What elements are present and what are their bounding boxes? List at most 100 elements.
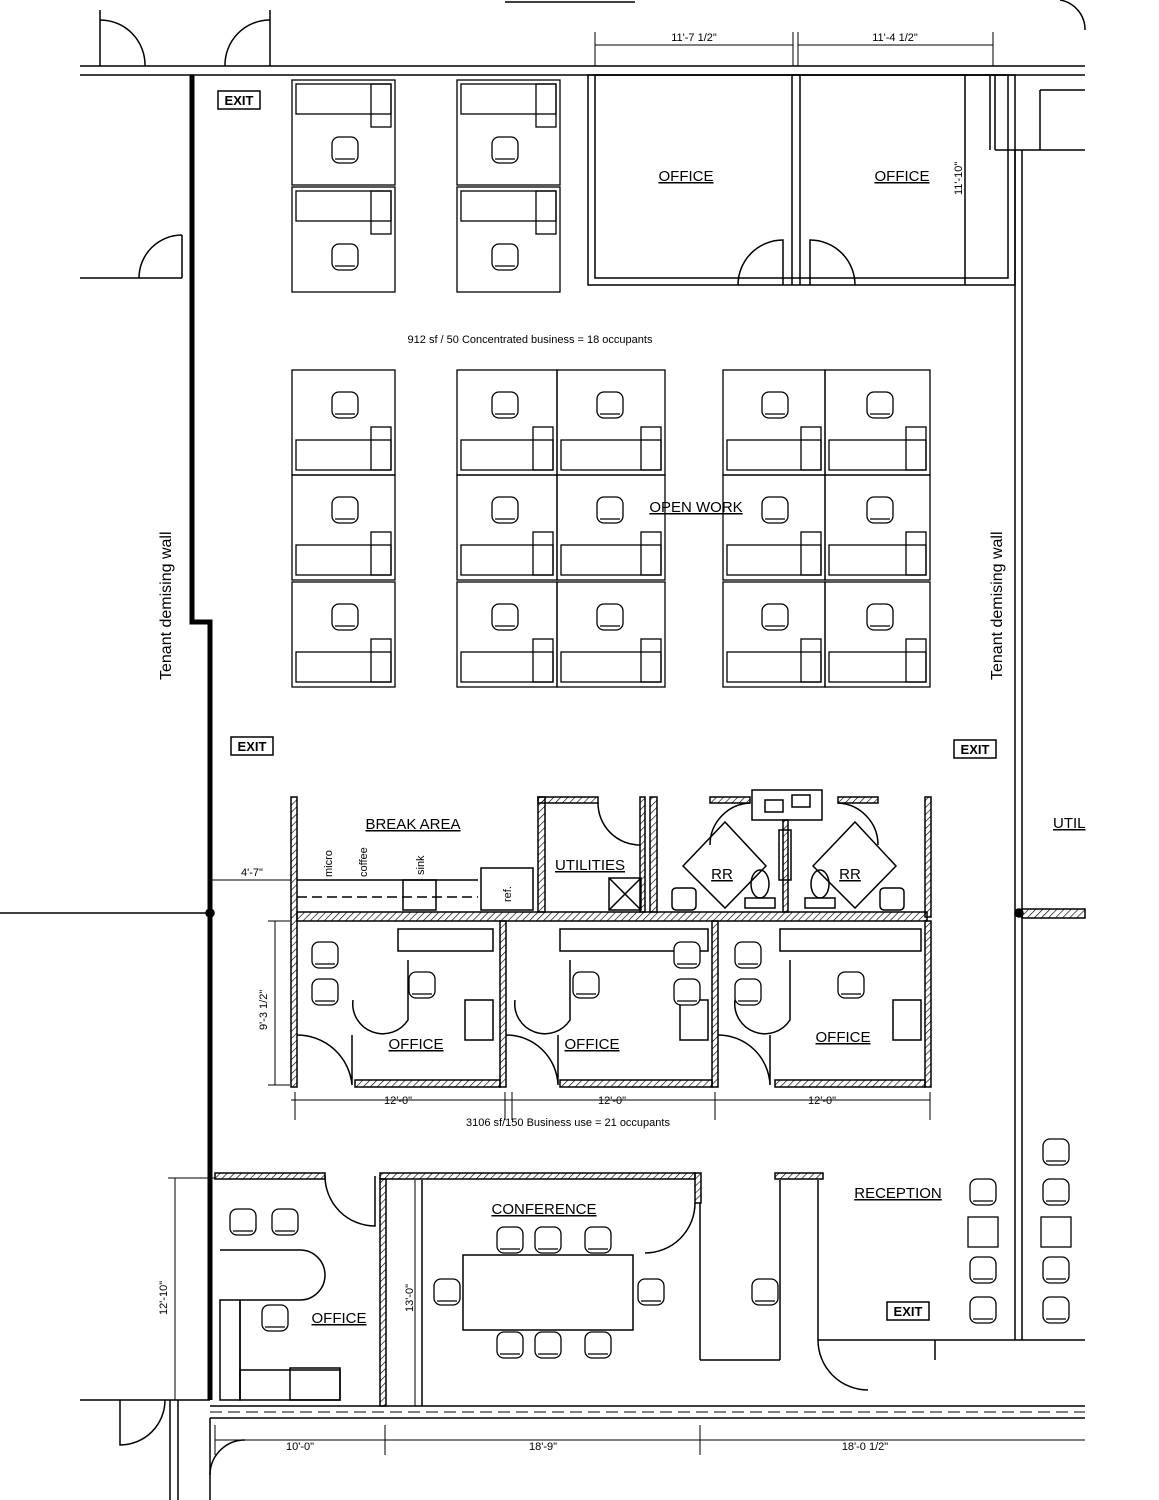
cubicle-desk [828,544,927,576]
chair-seat [584,1226,612,1254]
conference-chair-icon [534,1331,562,1359]
chair-seat [1042,1256,1070,1284]
cubicle-chair-icon [331,391,359,419]
cubicle-desk [828,439,927,471]
conference-chair-icon [496,1226,524,1254]
cubicle [291,474,396,581]
room-label-reception: RECEPTION [854,1185,942,1202]
room-label-conference: CONFERENCE [491,1201,596,1218]
chair-icon [1042,1138,1070,1166]
cubicle [824,581,931,688]
dim-mid-1: 12'-0" [384,1095,412,1107]
office-file-cabinet [679,999,709,1041]
office-chair-icon [408,971,436,999]
right-demising-wall-label: Tenant demising wall [989,531,1006,680]
chair-seat [408,971,436,999]
cubicle-return [370,638,392,683]
cubicle [722,474,826,581]
chair-seat [969,1296,997,1324]
cubicle-outline [722,581,826,688]
room-label-office-top-1: OFFICE [659,168,714,185]
cubicle-return [370,190,392,235]
chair-seat [229,1208,257,1236]
room-label-office-top-2: OFFICE [875,168,930,185]
cubicle-return [800,531,822,576]
chair-icon [1042,1296,1070,1324]
office-chair-icon [673,941,701,969]
chair-seat [734,978,762,1006]
room-label-office-bottom: OFFICE [312,1310,367,1327]
chair-seat [331,391,359,419]
cubicle-return [640,426,662,471]
cubicle-outline [291,186,396,293]
chair-seat [866,391,894,419]
walls [0,0,1086,1500]
cubicle-chair-icon [596,391,624,419]
fixture-ref: ref. [502,886,514,902]
cubicle-return [905,531,927,576]
cubicle-desk [560,439,662,471]
dim-top-1: 11'-7 1/2" [671,32,717,44]
chair-icon [969,1256,997,1284]
cubicle-chair-icon [331,603,359,631]
cubicle [556,369,666,476]
room-label-open-work: OPEN WORK [649,499,742,516]
chair-seat [491,243,519,271]
cubicle-outline [722,474,826,581]
chair-icon [1042,1178,1070,1206]
cubicle-outline [824,474,931,581]
dim-bottom-office-height: 12'-10" [158,1281,170,1315]
chair-seat [596,496,624,524]
cubicle [556,474,666,581]
cubicle-return [640,531,662,576]
office-chair-icon [311,941,339,969]
cubicle-desk [295,439,392,471]
room-label-office-mid-2: OFFICE [565,1036,620,1053]
chair-seat [271,1208,299,1236]
cubicle-desk [560,544,662,576]
occupancy-note-top: 912 sf / 50 Concentrated business = 18 o… [408,334,653,346]
occupancy-note-mid: 3106 sf/150 Business use = 21 occupants [466,1117,670,1129]
cubicle-return [532,426,554,471]
cubicle-outline [824,581,931,688]
cubicle-desk [726,651,822,683]
chair-seat [491,603,519,631]
office-file-cabinet [892,999,922,1041]
chair-seat [673,978,701,1006]
cubicle-return [532,531,554,576]
chair-icon [1042,1256,1070,1284]
cubicle-outline [824,369,931,476]
reception-side-table [967,1216,999,1248]
chair-seat [596,391,624,419]
cubicle-desk [460,544,554,576]
cubicle [456,581,558,688]
cubicle-outline [456,79,561,186]
cubicle-desk [295,190,392,222]
chairs [229,136,1070,1359]
chair-seat [837,971,865,999]
cubicle-return [905,638,927,683]
cubicle-desk [460,439,554,471]
office-chair-icon [734,941,762,969]
cubicle-chair-icon [491,136,519,164]
cubicles [291,79,1072,1248]
room-label-utilities: UTILITIES [555,857,625,874]
chair-seat [534,1331,562,1359]
office-desk [352,960,409,1035]
office-chair-icon [673,978,701,1006]
cubicle-chair-icon [596,496,624,524]
chair-seat [673,941,701,969]
dim-top-office-height: 11'-10" [953,162,965,195]
chair-seat [491,496,519,524]
cubicle-desk [295,651,392,683]
chair-seat [761,496,789,524]
cubicle-outline [456,581,558,688]
cubicle [456,186,561,293]
cubicle-chair-icon [491,391,519,419]
cubicle-outline [556,474,666,581]
exit-sign-1: EXIT [225,93,254,108]
chair-icon [261,1304,289,1332]
cubicle-outline [556,581,666,688]
